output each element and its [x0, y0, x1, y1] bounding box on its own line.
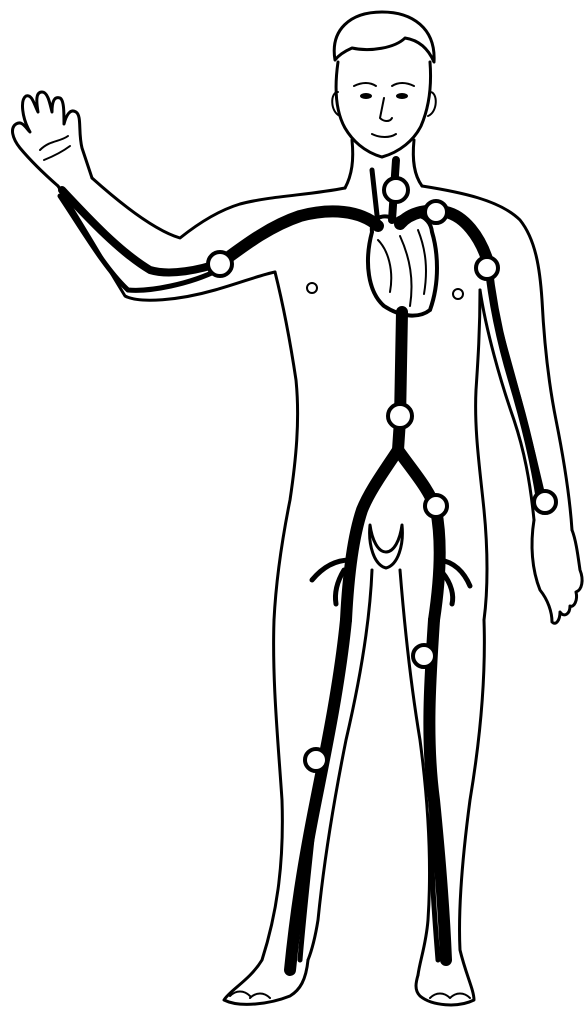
right-eye	[396, 93, 408, 99]
left-eyebrow	[354, 83, 376, 86]
torso-left	[274, 272, 298, 620]
popliteal-pulse-point	[305, 749, 327, 771]
brachiocephalic-artery	[222, 211, 378, 262]
right-iliac-artery	[398, 450, 440, 620]
abdominal-aorta-pulse-point	[388, 404, 412, 428]
nose	[380, 98, 392, 121]
left-nipple	[307, 283, 317, 293]
genitals	[370, 525, 403, 568]
palm-line	[40, 136, 68, 150]
hair	[334, 12, 434, 62]
body-outline	[13, 12, 583, 1005]
hanging-arm-inner	[480, 290, 534, 520]
left-forearm-artery	[500, 330, 544, 500]
neck-right	[413, 140, 422, 186]
subclavian-left-pulse-point	[425, 201, 447, 223]
right-eyebrow	[392, 83, 414, 86]
right-nipple	[453, 289, 463, 299]
brachial-pulse-point	[208, 252, 232, 276]
radial-pulse-point	[534, 491, 556, 513]
right-toes	[430, 994, 470, 999]
iliac-pulse-point	[425, 495, 447, 517]
hanging-hand	[532, 520, 582, 623]
carotid-pulse-point	[384, 178, 408, 202]
raised-hand	[13, 92, 92, 186]
left-toes	[230, 992, 270, 999]
palm-line-2	[44, 146, 70, 160]
hanging-arm-outer	[422, 186, 572, 530]
neck-left	[345, 140, 353, 188]
raised-arm-upper	[92, 178, 345, 238]
femoral-pulse-point	[413, 645, 435, 667]
torso-right	[476, 290, 487, 620]
axillary-pulse-point	[476, 257, 498, 279]
head	[336, 62, 430, 157]
left-eye	[360, 93, 372, 99]
mouth	[372, 134, 396, 137]
arteries	[60, 160, 544, 970]
